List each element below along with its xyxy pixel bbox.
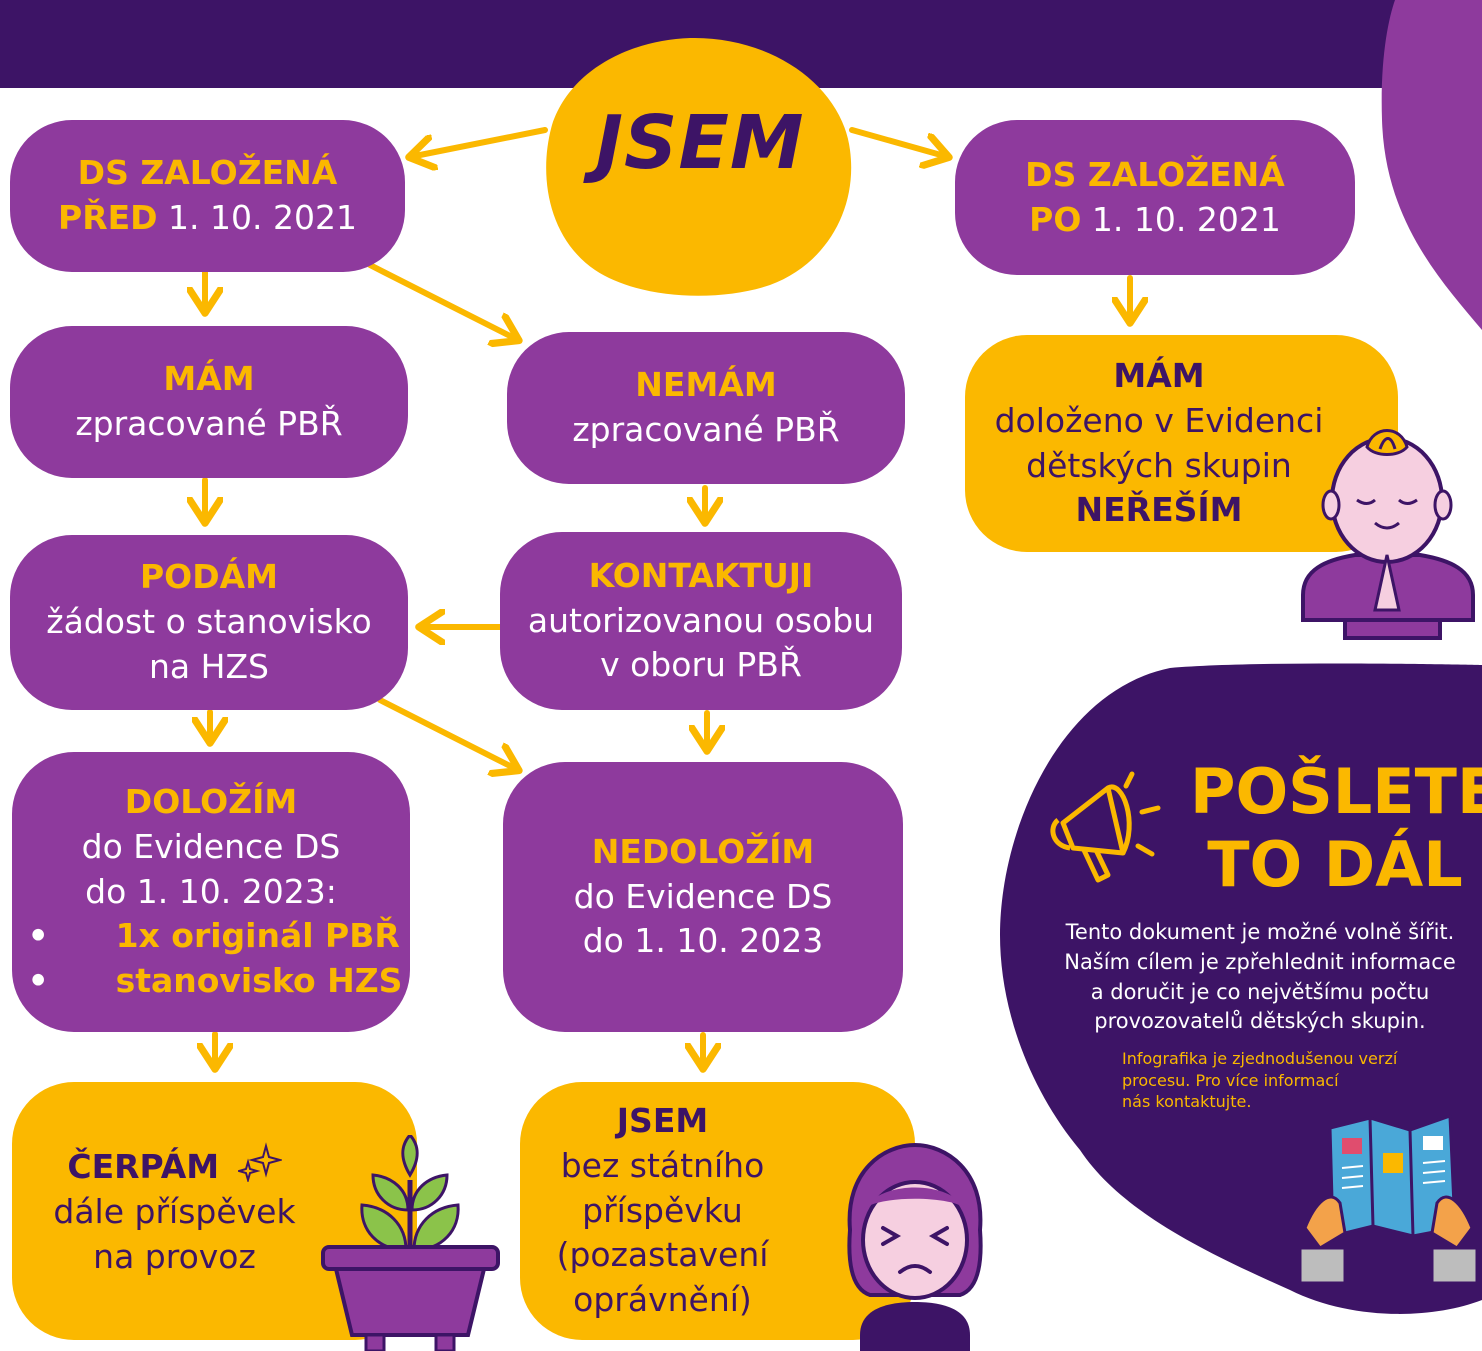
node-evidence-line2: dětských skupin bbox=[1026, 445, 1292, 485]
node-have: MÁM zpracované PBŘ bbox=[10, 326, 408, 478]
node-prove-bullets: 1x originál PBŘ stanovisko HZS bbox=[20, 914, 403, 1004]
node-before-strong2: PŘED bbox=[58, 198, 158, 237]
corner-blob bbox=[1381, 0, 1482, 330]
node-without-strong: JSEM bbox=[616, 1100, 709, 1140]
share-text-line: a doručit je co největšímu počtu bbox=[1090, 979, 1430, 1004]
node-not-prove-strong: NEDOLOŽÍM bbox=[591, 831, 815, 871]
node-submit-strong: PODÁM bbox=[139, 557, 278, 597]
node-after: DS ZALOŽENÁ PO 1. 10. 2021 bbox=[955, 120, 1355, 275]
node-without-line2: příspěvku bbox=[582, 1190, 743, 1230]
page-title: JSEM bbox=[595, 100, 805, 186]
share-note: Infografika je zjednodušenou verzí proce… bbox=[1122, 1048, 1462, 1113]
node-draw-line2: na provoz bbox=[93, 1236, 256, 1276]
node-prove: DOLOŽÍM do Evidence DS do 1. 10. 2023: 1… bbox=[12, 752, 410, 1032]
share-note-line: nás kontaktujte. bbox=[1122, 1092, 1252, 1112]
node-before-date: 1. 10. 2021 bbox=[157, 198, 357, 237]
share-text: Tento dokument je možné volně šířit. Naš… bbox=[1040, 918, 1480, 1037]
share-note-line: procesu. Pro více informací bbox=[1122, 1070, 1339, 1090]
node-evidence-strong: MÁM bbox=[1113, 355, 1205, 395]
node-before-strong: DS ZALOŽENÁ bbox=[77, 153, 338, 193]
node-contact-strong: KONTAKTUJI bbox=[588, 555, 814, 595]
node-prove-line2: do 1. 10. 2023: bbox=[85, 871, 337, 911]
node-have-strong: MÁM bbox=[163, 359, 255, 399]
bullet-item: stanovisko HZS bbox=[28, 959, 403, 1004]
node-submit-line1: žádost o stanovisko bbox=[46, 602, 372, 642]
share-note-line: Infografika je zjednodušenou verzí bbox=[1122, 1049, 1398, 1068]
node-contact-line1: autorizovanou osobu bbox=[527, 600, 875, 640]
share-text-line: Naším cílem je zpřehlednit informace bbox=[1064, 949, 1456, 974]
node-before: DS ZALOŽENÁ PŘED 1. 10. 2021 bbox=[10, 120, 405, 272]
node-have-not-text: zpracované PBŘ bbox=[572, 410, 840, 449]
node-have-text: zpracované PBŘ bbox=[75, 404, 343, 443]
share-title-line1: POŠLETE bbox=[1190, 755, 1482, 828]
node-not-prove: NEDOLOŽÍM do Evidence DS do 1. 10. 2023 bbox=[503, 762, 903, 1032]
share-title-line2: TO DÁL bbox=[1207, 828, 1463, 902]
node-without-line3: (pozastavení bbox=[556, 1235, 769, 1275]
node-have-not-strong: NEMÁM bbox=[635, 365, 777, 405]
arrow-jsem-before bbox=[410, 127, 548, 157]
jsem-blob bbox=[546, 37, 852, 296]
node-submit-line2: na HZS bbox=[149, 646, 269, 686]
upset-girl-icon bbox=[847, 1142, 983, 1351]
node-prove-strong: DOLOŽÍM bbox=[124, 781, 298, 821]
node-draw-strong: ČERPÁM bbox=[67, 1147, 220, 1187]
node-draw-line1: dále příspěvek bbox=[53, 1192, 296, 1232]
node-not-prove-line1: do Evidence DS bbox=[573, 876, 833, 916]
node-evidence-line1: doloženo v Evidenci bbox=[994, 400, 1324, 440]
meditating-person-icon bbox=[1301, 429, 1475, 640]
node-after-date: 1. 10. 2021 bbox=[1081, 199, 1281, 239]
bullet-item: 1x originál PBŘ bbox=[28, 914, 403, 959]
node-contact: KONTAKTUJI autorizovanou osobu v oboru P… bbox=[500, 532, 902, 710]
node-evidence-strong2: NEŘEŠÍM bbox=[1075, 490, 1243, 530]
megaphone-icon bbox=[1050, 771, 1161, 883]
node-contact-line2: v oboru PBŘ bbox=[600, 645, 802, 685]
node-without-line4: oprávnění) bbox=[573, 1280, 752, 1320]
node-without-line1: bez státního bbox=[560, 1145, 765, 1185]
share-text-line: provozovatelů dětských skupin. bbox=[1094, 1009, 1426, 1034]
share-title: POŠLETE TO DÁL bbox=[1190, 755, 1482, 902]
plant-icon bbox=[321, 1135, 500, 1351]
share-text-line: Tento dokument je možné volně šířit. bbox=[1065, 920, 1455, 944]
reading-map-icon bbox=[1298, 1113, 1479, 1283]
node-after-strong: DS ZALOŽENÁ bbox=[1025, 154, 1285, 194]
node-prove-line1: do Evidence DS bbox=[81, 826, 341, 866]
node-have-not: NEMÁM zpracované PBŘ bbox=[507, 332, 905, 484]
node-draw: ČERPÁM dále příspěvek na provoz bbox=[12, 1082, 417, 1340]
sparkle-icon bbox=[234, 1142, 284, 1184]
arrow-before-havenot bbox=[367, 262, 518, 340]
arrow-submit-notprove bbox=[377, 697, 518, 770]
arrow-jsem-after bbox=[849, 127, 948, 157]
node-after-strong2: PO bbox=[1029, 199, 1082, 239]
node-submit: PODÁM žádost o stanovisko na HZS bbox=[10, 535, 408, 710]
node-not-prove-line2: do 1. 10. 2023 bbox=[582, 921, 824, 961]
